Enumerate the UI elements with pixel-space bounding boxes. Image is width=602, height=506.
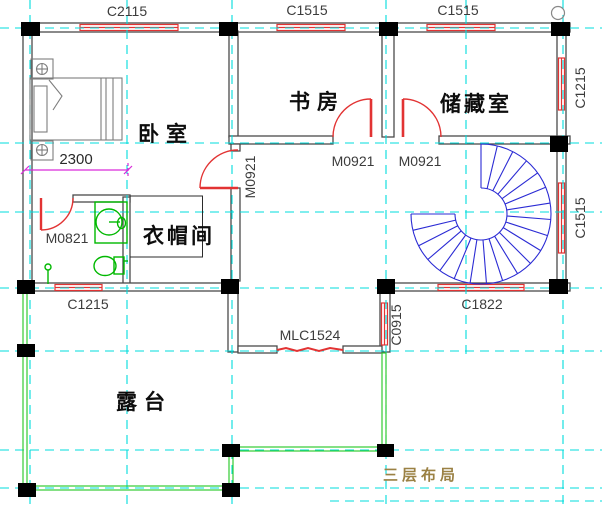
columns [17,22,570,497]
wall-bedroom-study [228,30,239,138]
sink [94,201,128,244]
wall-hall-north-west [228,135,334,145]
door-m0921-study [332,98,373,138]
wall-porch-bottom-east [342,345,383,354]
bathroom-fixtures [44,201,128,284]
cloakroom-closet-outline [130,195,203,258]
column [21,22,40,36]
column [551,22,570,36]
stair-treads [411,144,551,284]
axis-bubble [550,5,566,21]
door-mlc1524 [276,346,344,353]
column [377,279,395,294]
window-c0915 [380,302,389,346]
terrace-railings [22,292,387,491]
toilet [93,255,128,277]
column [17,280,35,294]
door-label-m0921-study: M0921 [332,153,375,169]
door-m0821 [39,197,74,231]
door-label-m0921-hall: M0921 [242,155,258,198]
bed [29,77,123,141]
column [221,279,239,294]
window-c1515-right [557,182,566,254]
window-label-c1215-right: C1215 [572,67,588,108]
wall-stub-above-hall-door [230,143,241,152]
column [17,344,35,357]
column [379,22,398,36]
railing-left [22,292,28,488]
window-label-c0915: C0915 [388,304,404,345]
column [550,136,568,152]
column [549,279,568,294]
door-label-mlc1524: MLC1524 [280,327,341,343]
column [222,483,240,497]
plan-caption: 三层布局 [383,466,459,484]
dimension-label-2300: 2300 [59,151,92,168]
wall-study-storage [381,30,395,138]
doors [39,98,442,353]
window-label-c1515-top-left: C1515 [286,2,327,18]
nightstand-bottom [30,140,54,161]
bedroom-label: 卧室 [138,122,194,146]
wall-porch-left [227,290,239,353]
spiral-staircase [410,143,552,285]
door-m0921-storage [401,98,442,138]
window-label-c1515-top-right: C1515 [437,2,478,18]
window-label-c1215-bottom: C1215 [67,296,108,312]
floor-drain [44,263,52,284]
wall-hall-north-east [438,135,571,145]
door-label-m0821: M0821 [46,230,89,246]
column [18,483,36,497]
study-label: 书房 [289,90,345,114]
window-c1215-right [557,57,566,111]
cloakroom-label: 衣帽间 [143,224,215,248]
window-label-c2115: C2115 [107,3,147,19]
column [219,22,238,36]
stair-inner-arc [454,187,508,241]
door-m0921-hall [199,149,239,190]
labels: 卧室 书房 储藏室 衣帽间 露台 C2115 C1515 C1515 C1215… [46,2,588,484]
wall-porch-bottom-west [237,345,278,354]
wall-bath-top [72,194,131,203]
window-label-c1515-right: C1515 [572,197,588,238]
dimension-2300 [20,163,133,177]
terrace-label: 露台 [116,390,172,414]
railing-right [381,352,387,448]
nightstand-top [30,58,54,80]
bedroom-furniture [29,58,123,161]
column [222,444,240,457]
door-label-m0921-storage: M0921 [399,153,442,169]
window-label-c1822: C1822 [461,296,502,312]
storage-label: 储藏室 [440,92,512,116]
column [377,444,394,457]
